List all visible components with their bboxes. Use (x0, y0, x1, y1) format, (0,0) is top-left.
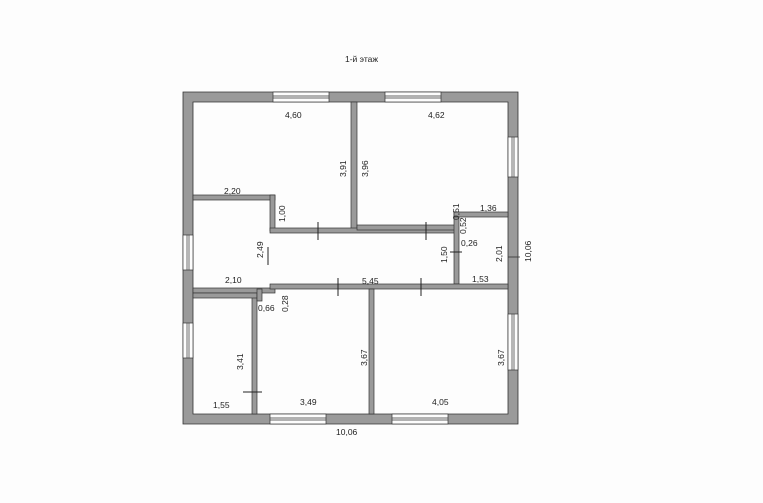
dim-room-top-right-width: 4,62 (428, 110, 445, 120)
dimension-labels: 4,60 4,62 2,20 1,36 2,10 1,53 0,26 5,45 … (213, 110, 533, 437)
window-left-upper (182, 234, 194, 271)
window-top-right (384, 91, 442, 103)
window-right-lower (507, 313, 519, 371)
dim-room-bl-small-height: 3,41 (235, 353, 245, 370)
dim-bath-width: 1,53 (472, 274, 489, 284)
window-bottom-left (269, 413, 327, 425)
dim-offset-b: 0,28 (280, 295, 290, 312)
dim-room-bm-width: 3,49 (300, 397, 317, 407)
interior-walls (192, 101, 509, 415)
doors (243, 222, 462, 393)
dim-room-top-left-notch: 2,20 (224, 186, 241, 196)
dim-corridor-height: 1,50 (439, 246, 449, 263)
floor-title: 1-й этаж (345, 54, 378, 64)
dim-small-room-width: 2,10 (225, 275, 242, 285)
dim-bath-notch-a: 0,52 (458, 217, 468, 234)
dim-corridor-width: 5,45 (362, 276, 379, 286)
dim-corridor-notch: 1,00 (277, 205, 287, 222)
exterior-walls (182, 91, 519, 425)
window-left-lower (182, 322, 194, 359)
dim-offset-a: 0,66 (258, 303, 275, 313)
dim-room-br-width: 4,05 (432, 397, 449, 407)
dim-room-top-left-width: 4,60 (285, 110, 302, 120)
dim-room-bl-small-width: 1,55 (213, 400, 230, 410)
dim-total-height: 10,06 (523, 240, 533, 262)
dim-room-top-right-height: 3,96 (360, 160, 370, 177)
window-top-left (272, 91, 330, 103)
dim-room-bm-height: 3,67 (359, 349, 369, 366)
dim-total-width: 10,06 (336, 427, 358, 437)
dim-room-top-left-height: 3,91 (338, 160, 348, 177)
window-right-upper (507, 136, 519, 178)
dim-bath-height: 2,01 (494, 245, 504, 262)
dim-room-top-right-notch: 1,36 (480, 203, 497, 213)
dim-room-top-right-step: 0,51 (451, 203, 461, 220)
windows (182, 91, 519, 425)
dim-small-room-height: 2,49 (255, 241, 265, 258)
dim-bath-notch-b: 0,26 (461, 238, 478, 248)
dim-room-br-height: 3,67 (496, 349, 506, 366)
window-bottom-right (391, 413, 449, 425)
